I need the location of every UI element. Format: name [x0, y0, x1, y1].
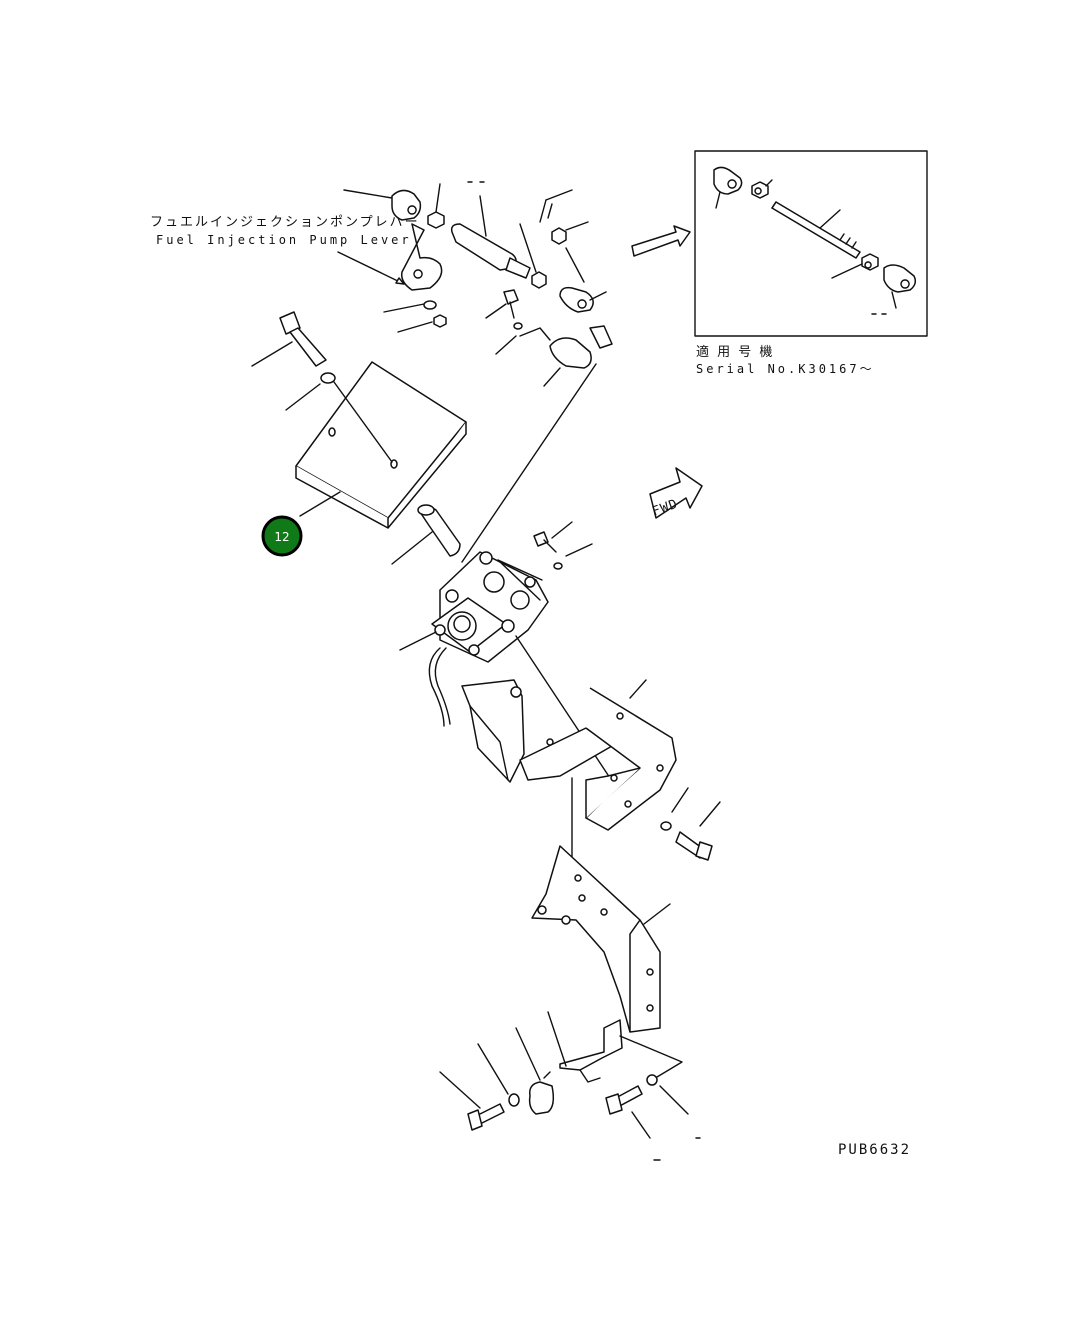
inset-pointer-arrow	[631, 225, 691, 257]
upper-linkage	[343, 181, 613, 387]
applicable-label: 適 用 号 機	[696, 344, 774, 360]
support-bracket	[439, 845, 701, 1161]
fwd-arrow: FWD	[649, 467, 703, 520]
inset-serial-box	[694, 150, 928, 337]
drawing-number: PUB6632	[838, 1142, 911, 1158]
callout-12-marker[interactable]: 12	[261, 515, 303, 557]
cover-plate	[251, 311, 467, 529]
motor-bracket	[461, 679, 721, 913]
fuel-lever-label-jp: フュエルインジェクションポンプレバー	[150, 215, 420, 230]
callout-12-number: 12	[274, 530, 289, 544]
motor-assembly	[391, 363, 611, 779]
serial-label: Serial No.K30167～	[696, 362, 875, 376]
fuel-lever-leader	[337, 251, 405, 285]
fuel-lever-label-en: Fuel Injection Pump Lever	[156, 233, 412, 247]
